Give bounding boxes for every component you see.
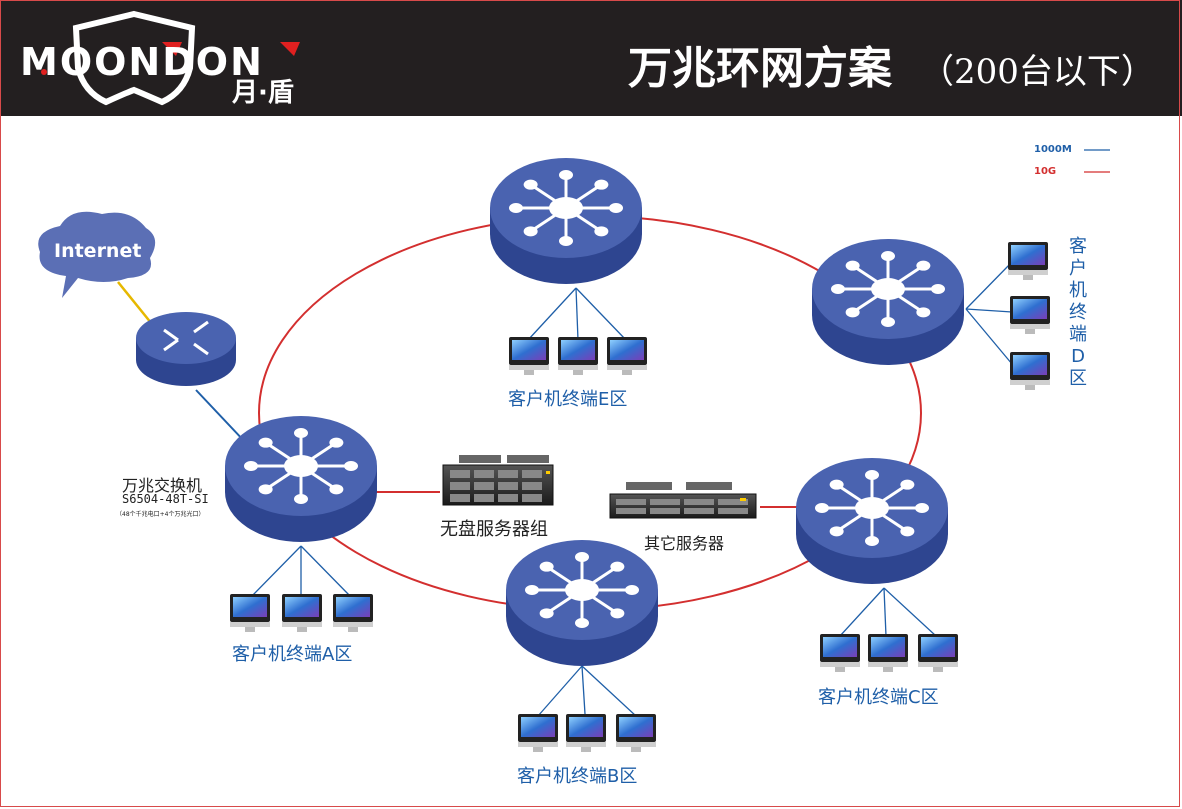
logo-chinese: 月·盾 <box>232 78 294 108</box>
diskless-server-label: 无盘服务器组 <box>440 519 548 540</box>
legend-1000m-label: 1000M <box>1034 144 1072 155</box>
zone-d-label: 客户机终端D区 <box>1069 236 1087 389</box>
zone-e-label: 客户机终端E区 <box>508 389 628 410</box>
page-title: 万兆环网方案 <box>628 43 892 94</box>
switch-b-icon <box>506 540 658 666</box>
logo-wordmark: MOONDON <box>20 40 264 84</box>
other-server-label: 其它服务器 <box>644 534 725 553</box>
client-monitor-icon <box>518 714 558 752</box>
core-switch-name: 万兆交换机 <box>122 476 203 495</box>
client-monitor-icon <box>566 714 606 752</box>
switch-c-icon <box>796 458 948 584</box>
shield-logo-icon <box>41 10 300 106</box>
client-monitor-icon <box>282 594 322 632</box>
client-monitor-icon <box>1010 296 1050 334</box>
client-links-d <box>965 261 1013 365</box>
other-server-icon <box>609 482 757 519</box>
client-monitor-icon <box>607 337 647 375</box>
switch-d-icon <box>812 239 964 365</box>
core-switch-note: （48个千兆电口+4个万兆光口） <box>116 511 205 518</box>
client-monitor-icon <box>230 594 270 632</box>
zone-c-label: 客户机终端C区 <box>818 687 939 708</box>
client-monitor-icon <box>868 634 908 672</box>
client-monitor-icon <box>1008 242 1048 280</box>
client-links-a <box>249 545 353 599</box>
zone-b-label: 客户机终端B区 <box>517 766 638 787</box>
header-bar: MOONDON 月·盾 万兆环网方案 （200台以下） <box>0 0 1182 116</box>
client-monitor-icon <box>918 634 958 672</box>
diskless-server-icon <box>442 455 554 506</box>
client-monitor-icon <box>820 634 860 672</box>
client-links-c <box>839 587 937 637</box>
switch-e-icon <box>490 158 642 284</box>
internet-label: Internet <box>54 240 142 262</box>
moondon-logo: MOONDON 月·盾 <box>14 10 314 108</box>
network-diagram <box>38 149 1110 752</box>
core-switch-model: S6504-48T-SI <box>122 492 209 506</box>
client-monitor-icon <box>558 337 598 375</box>
switch-core-icon <box>225 416 377 542</box>
client-monitor-icon <box>333 594 373 632</box>
page-subtitle: （200台以下） <box>920 52 1155 92</box>
router-icon <box>136 312 236 386</box>
client-monitor-icon <box>1010 352 1050 390</box>
internet-cloud-icon <box>38 211 156 298</box>
zone-a-label: 客户机终端A区 <box>232 644 353 665</box>
client-monitor-icon <box>509 337 549 375</box>
client-links-b <box>537 665 637 717</box>
legend-10g-label: 10G <box>1034 166 1057 177</box>
client-links-e <box>527 287 627 341</box>
client-monitor-icon <box>616 714 656 752</box>
